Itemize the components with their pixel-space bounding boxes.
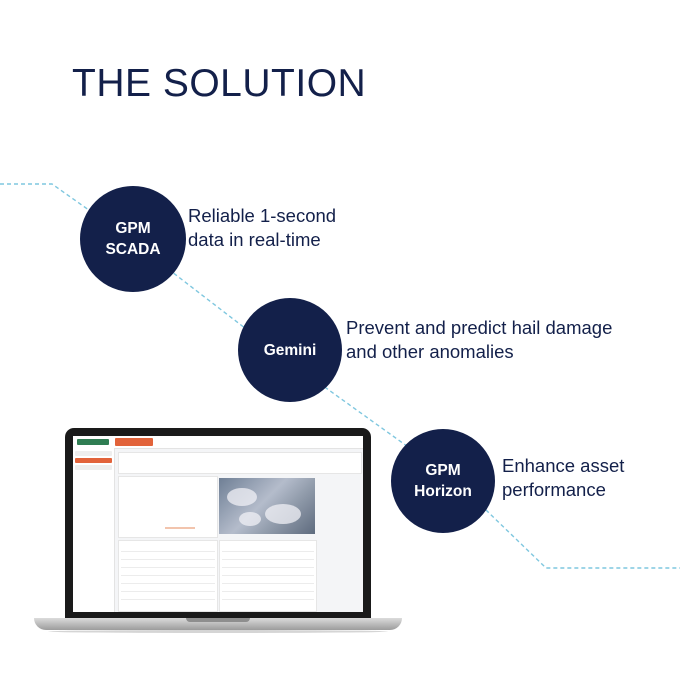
table-row — [222, 551, 314, 552]
page-title: THE SOLUTION — [72, 62, 367, 105]
dashboard-site-selector — [115, 438, 153, 446]
dashboard-weather-map — [219, 478, 315, 534]
map-cloud — [239, 512, 261, 526]
laptop-base — [34, 618, 402, 630]
table-row — [222, 591, 314, 592]
map-cloud — [265, 504, 301, 524]
dashboard-table-right — [219, 540, 317, 612]
gemini-circle-label: Gemini — [263, 341, 317, 359]
table-row — [222, 567, 314, 568]
laptop-icon — [34, 424, 402, 633]
scada-description: Reliable 1-second data in real-time — [188, 205, 337, 250]
dashboard-nav-item — [75, 465, 112, 470]
table-row — [222, 583, 314, 584]
table-row — [121, 599, 215, 600]
dashboard-table-left — [118, 540, 218, 612]
dashboard-screenshot — [73, 436, 363, 612]
horizon-circle-label: GPM Horizon — [414, 462, 472, 500]
laptop-shadow — [48, 630, 388, 633]
gemini-circle: Gemini — [238, 298, 342, 402]
scada-circle-label: GPM SCADA — [105, 220, 161, 258]
laptop-notch — [186, 618, 250, 622]
scada-circle: GPM SCADA — [80, 186, 186, 292]
dashboard-topbar — [114, 436, 363, 449]
horizon-description: Enhance asset performance — [502, 455, 625, 500]
table-row — [121, 583, 215, 584]
table-row — [121, 567, 215, 568]
table-row — [222, 575, 314, 576]
table-row — [121, 591, 215, 592]
horizon-circle: GPM Horizon — [391, 429, 495, 533]
dashboard-nav-item-active — [75, 458, 112, 463]
dashboard-logo — [77, 439, 109, 445]
table-row — [121, 551, 215, 552]
table-row — [121, 575, 215, 576]
map-cloud — [227, 488, 257, 506]
dashboard-kpi-card — [118, 452, 362, 474]
dashboard-nav-item — [75, 451, 112, 456]
gemini-description: Prevent and predict hail damage and othe… — [346, 317, 613, 362]
table-row — [222, 559, 314, 560]
table-row — [121, 559, 215, 560]
table-row — [222, 599, 314, 600]
dashboard-chart-bar — [165, 527, 195, 529]
dashboard-sidebar — [73, 436, 115, 612]
dashboard-chart-card — [118, 476, 218, 538]
